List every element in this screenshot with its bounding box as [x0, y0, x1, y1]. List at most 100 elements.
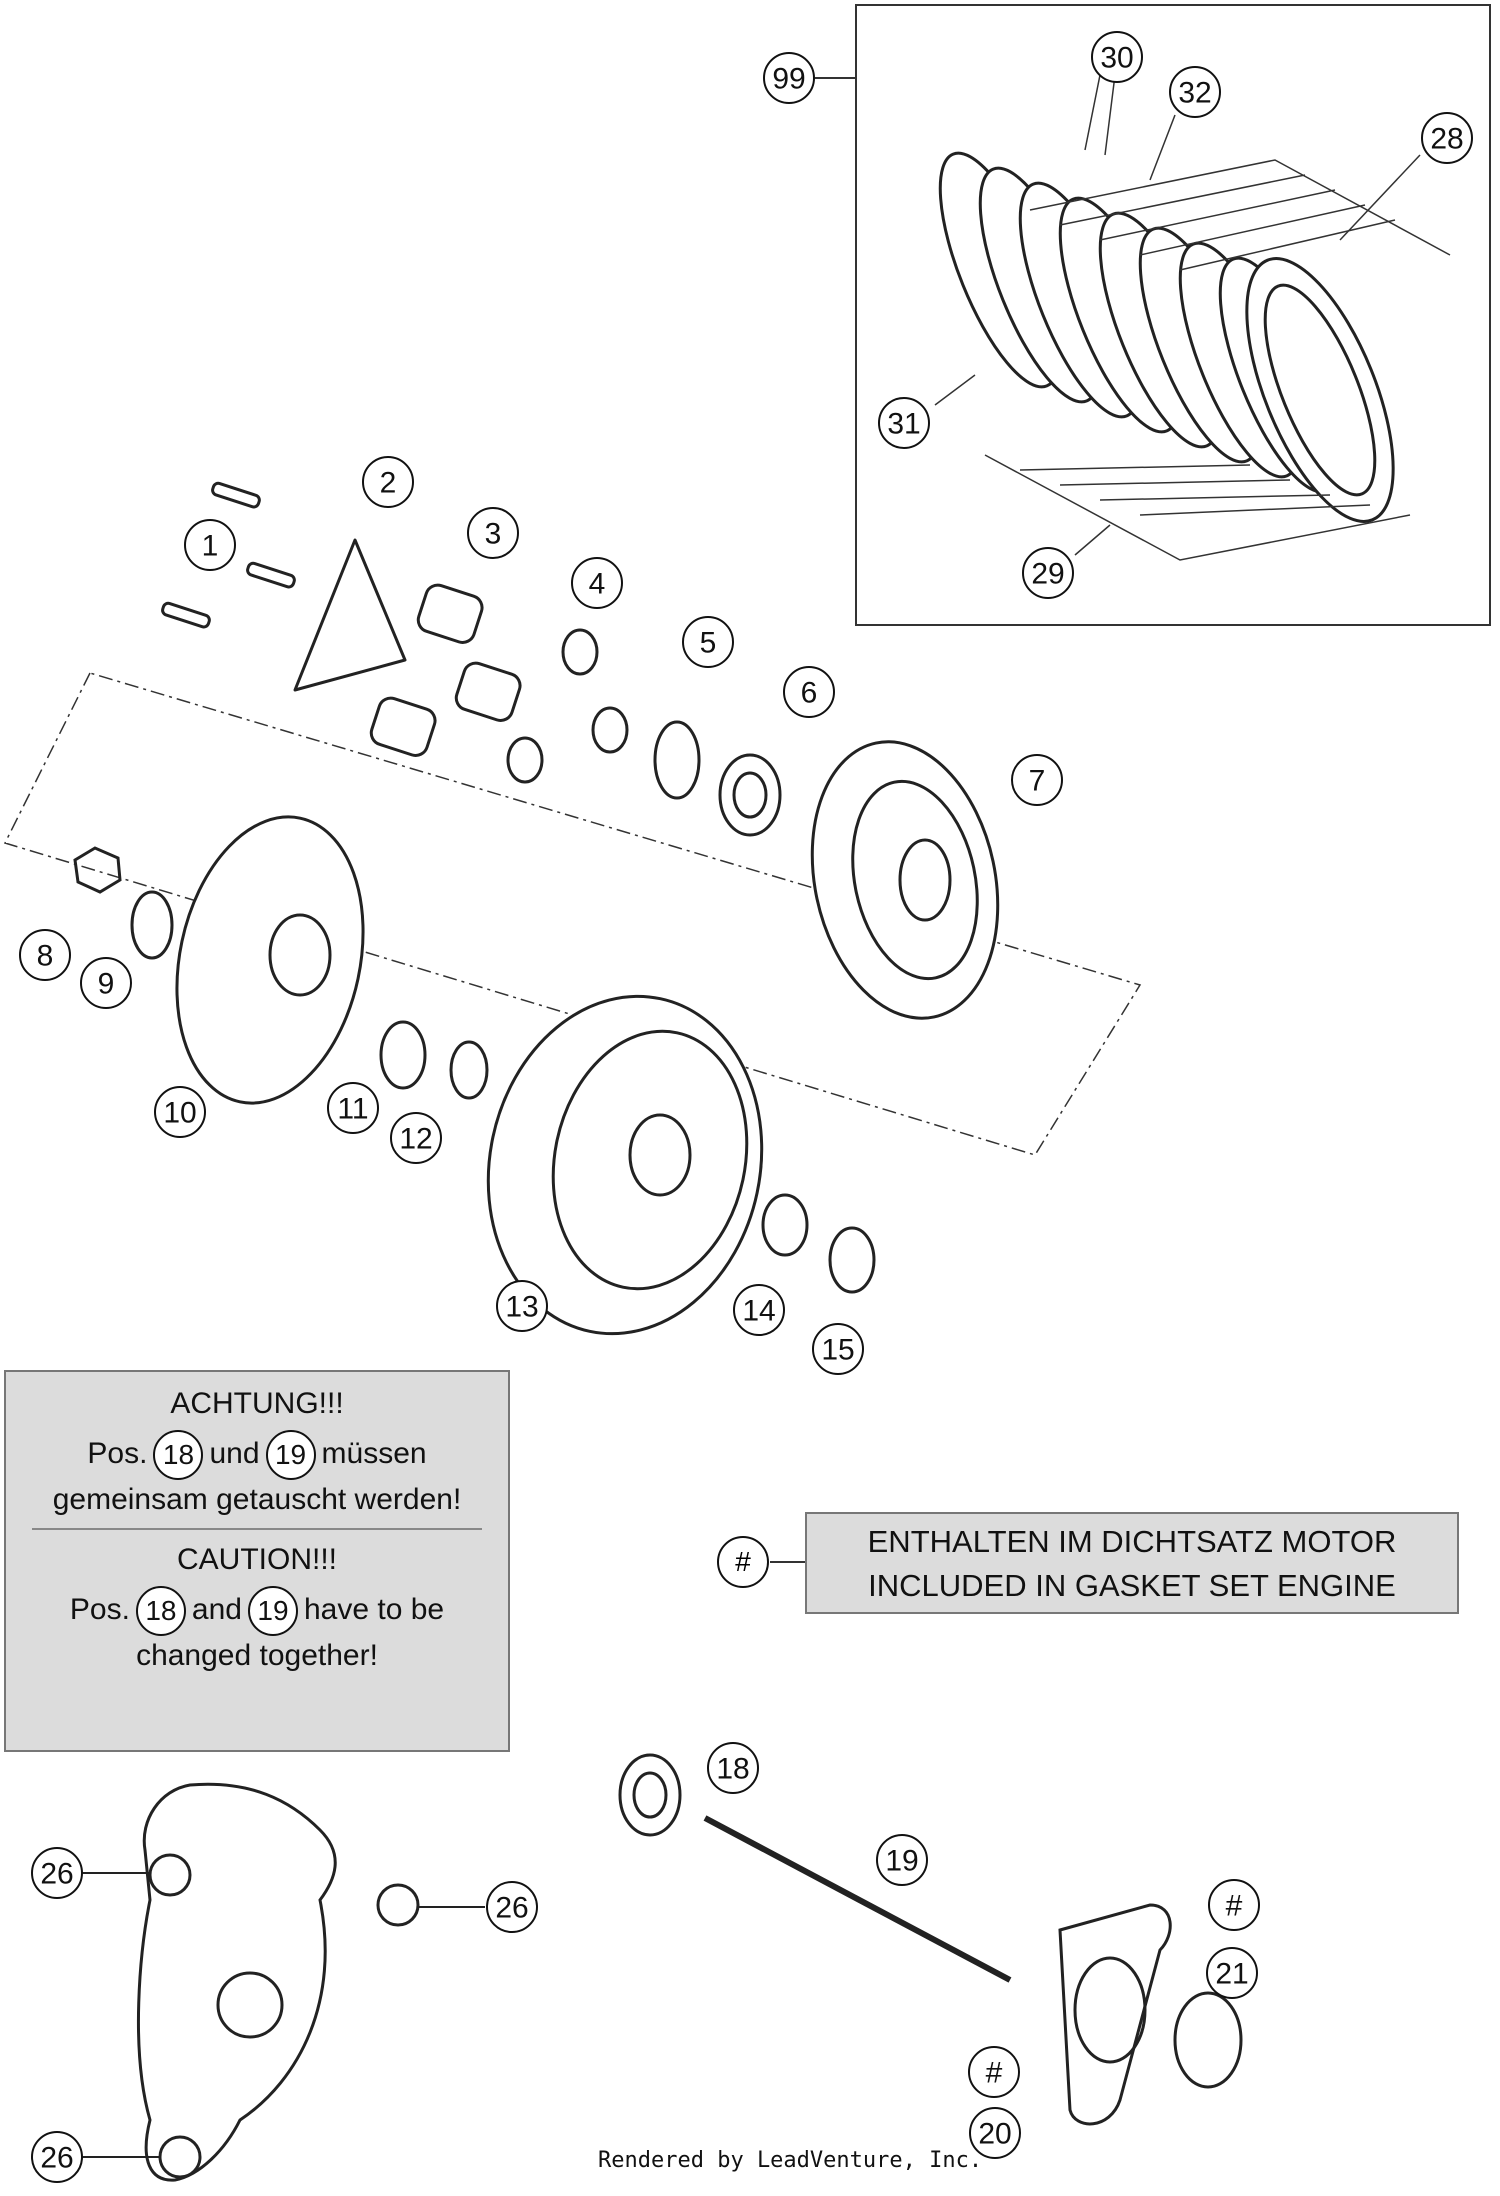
ring-12 [449, 1040, 489, 1100]
pos-circle-18: 18 [135, 1586, 186, 1636]
callout-3: 3 [467, 507, 519, 559]
callout-label: 28 [1430, 123, 1463, 156]
callout-label: 8 [37, 940, 54, 973]
callout-label: 99 [772, 63, 805, 96]
callout-31: 31 [878, 397, 930, 449]
callout-2: 2 [362, 456, 414, 508]
callout-label: 26 [40, 2142, 73, 2175]
ring-11 [379, 1020, 427, 1090]
callout-label: 5 [700, 627, 717, 660]
callout-label: 2 [380, 467, 397, 500]
callout-label: 26 [495, 1892, 528, 1925]
warning-de-line2: gemeinsam getauscht werden! [52, 1483, 462, 1516]
callout-9: 9 [80, 957, 132, 1009]
washer-4 [561, 628, 599, 676]
o-ring-21 [1173, 1991, 1243, 2089]
callout-14: 14 [733, 1284, 785, 1336]
callout-label: 6 [801, 677, 818, 710]
callout-label: 3 [485, 518, 502, 551]
callout-label: 10 [163, 1097, 196, 1130]
callout-18: 18 [707, 1742, 759, 1794]
gasket-set-legend: ENTHALTEN IM DICHTSATZ MOTOR INCLUDED IN… [805, 1512, 1459, 1614]
callout-26: 26 [486, 1881, 538, 1933]
pos-circle-19: 19 [247, 1586, 298, 1636]
callout-label: # [1226, 1890, 1243, 1923]
callout-26: 26 [31, 1847, 83, 1899]
callout-11: 11 [327, 1082, 379, 1134]
callout-28: 28 [1421, 112, 1473, 164]
callout-12: 12 [390, 1112, 442, 1164]
washer-15 [828, 1226, 876, 1294]
callout-30: 30 [1091, 31, 1143, 83]
callout-15: 15 [812, 1323, 864, 1375]
footer-credit: Rendered by LeadVenture, Inc. [598, 2148, 983, 2173]
callout-19: 19 [876, 1834, 928, 1886]
inner-hub-7 [810, 740, 1000, 1020]
callout-4: 4 [571, 557, 623, 609]
callout-label: 31 [887, 408, 920, 441]
plate-kit-frame [855, 4, 1491, 626]
callout-label: 29 [1031, 558, 1064, 591]
callout-label: 9 [98, 968, 115, 1001]
springs-3 [369, 583, 522, 757]
legend-line-en: INCLUDED IN GASKET SET ENGINE [868, 1568, 1396, 1603]
callout-label: # [986, 2057, 1003, 2090]
outer-basket-13 [486, 994, 764, 1336]
nut-8 [73, 846, 122, 894]
warning-en-line2: changed together! [136, 1639, 378, 1672]
callout-8: 8 [19, 929, 71, 981]
callout-label: 21 [1215, 1958, 1248, 1991]
callout-label: 1 [202, 530, 219, 563]
callout-26: 26 [31, 2131, 83, 2183]
pressure-plate-10 [175, 815, 365, 1105]
callout-29: 29 [1022, 547, 1074, 599]
plate-guide-lines [984, 159, 1451, 561]
callout-label: 26 [40, 1858, 73, 1891]
legend-line-de: ENTHALTEN IM DICHTSATZ MOTOR [867, 1524, 1397, 1559]
callout-label: 15 [821, 1334, 854, 1367]
note-divider [32, 1528, 482, 1530]
circlip-5 [653, 720, 701, 800]
pos-circle-18: 18 [153, 1430, 204, 1480]
pos-circle-19: 19 [265, 1430, 316, 1480]
callout-label: 11 [337, 1093, 368, 1126]
gasket-20 [1058, 1903, 1172, 2126]
callout-5: 5 [682, 616, 734, 668]
callout-label: 20 [978, 2118, 1011, 2151]
pressure-plate-cap-2 [293, 538, 407, 692]
callout-13: 13 [496, 1280, 548, 1332]
callout-label: 13 [505, 1291, 538, 1324]
seal-9 [130, 890, 174, 960]
legend-symbol: # [735, 1546, 751, 1577]
callout-label: 4 [589, 568, 606, 601]
callout-10: 10 [154, 1086, 206, 1138]
clutch-slave-cover [136, 1782, 420, 2182]
callout-gasket-set-mark: # [1208, 1879, 1260, 1931]
bolts-1 [161, 481, 296, 629]
bearing-6 [718, 753, 782, 837]
warning-en-title: CAUTION!!! [176, 1543, 337, 1576]
callout-21: 21 [1206, 1947, 1258, 1999]
callout-20: 20 [969, 2107, 1021, 2159]
warning-de-title: ACHTUNG!!! [170, 1387, 344, 1420]
clutch-plate-stack [938, 151, 1395, 523]
callout-label: 18 [716, 1753, 749, 1786]
callout-32: 32 [1169, 66, 1221, 118]
bushing-14 [761, 1193, 809, 1257]
callout-label: 19 [885, 1845, 918, 1878]
callout-label: 32 [1178, 77, 1211, 110]
callout-label: 12 [399, 1123, 432, 1156]
callout-label: 14 [742, 1295, 775, 1328]
callout-7: 7 [1011, 754, 1063, 806]
bearing-18 [618, 1753, 682, 1837]
callout-gasket-set-mark: # [968, 2046, 1020, 2098]
callout-1: 1 [184, 519, 236, 571]
callout-label: 7 [1029, 765, 1046, 798]
callout-6: 6 [783, 666, 835, 718]
callout-99: 99 [763, 52, 815, 104]
